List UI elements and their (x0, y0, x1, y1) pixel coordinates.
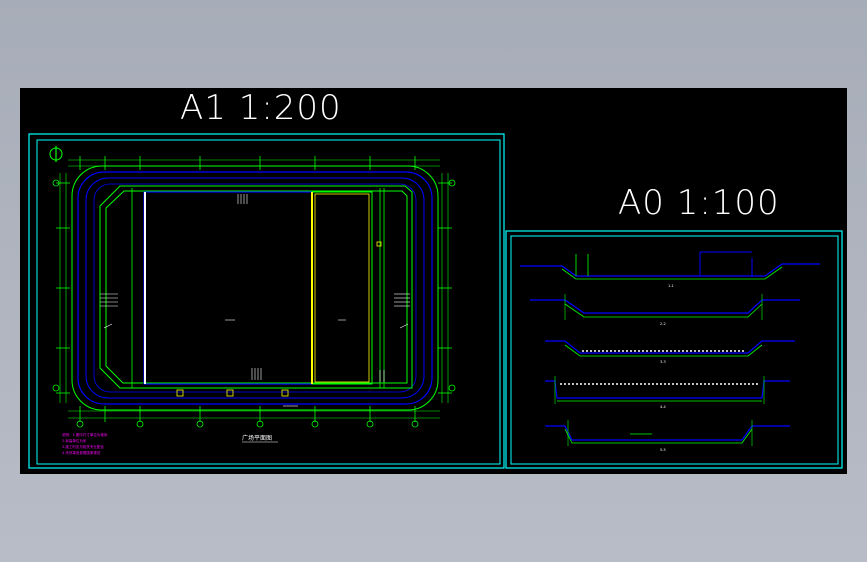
svg-text:说明：1.图中尺寸单位为毫米: 说明：1.图中尺寸单位为毫米 (62, 432, 108, 437)
svg-text:4.未尽事宜参照国家规范: 4.未尽事宜参照国家规范 (62, 450, 101, 455)
sheet-a1-title: A1 1:200 (180, 88, 342, 128)
stairs (100, 194, 410, 382)
sheet-a0-frame (505, 230, 843, 469)
svg-text:3.施工时应与相关专业配合: 3.施工时应与相关专业配合 (62, 444, 104, 449)
sheet-a0-title: A0 1:100 (618, 183, 780, 223)
sheet-a1-frame (28, 133, 505, 469)
inner-walkway (99, 185, 413, 389)
svg-text:5-5: 5-5 (660, 448, 666, 452)
markers (176, 241, 382, 397)
section-4-4: 4-4 (545, 376, 790, 409)
section-5-5: 5-5 (545, 420, 790, 452)
section-3-3: 3-3 (545, 340, 795, 364)
dimension-ticks (56, 156, 452, 422)
courtyard-east (311, 191, 373, 385)
dimension-lines (59, 159, 449, 419)
north-arrow-icon (49, 146, 63, 162)
grid-bubbles (52, 179, 456, 428)
svg-text:2.标高单位为米: 2.标高单位为米 (62, 438, 87, 443)
svg-text:4-4: 4-4 (660, 405, 666, 409)
courtyard-main (143, 191, 313, 385)
pipes (131, 188, 385, 388)
cad-model-space[interactable]: A1 1:200 A0 1:100 (20, 88, 847, 474)
site-boundary (71, 165, 439, 411)
section-2-2: 2-2 (530, 294, 800, 326)
svg-text:1-1: 1-1 (668, 284, 674, 288)
svg-text:3-3: 3-3 (660, 360, 666, 364)
annotations (103, 319, 409, 407)
section-1-1: 1-1 (520, 251, 820, 288)
legend-block: 说明：1.图中尺寸单位为毫米 2.标高单位为米 3.施工时应与相关专业配合 4.… (62, 432, 108, 455)
drawing-layer: 广场平面图 说明：1.图中尺寸单位为毫米 2.标高单位为米 3.施工时应与相关专… (28, 133, 843, 469)
svg-text:2-2: 2-2 (660, 322, 666, 326)
drawing-caption: 广场平面图 (242, 434, 272, 442)
courtyard-edge (144, 192, 146, 384)
